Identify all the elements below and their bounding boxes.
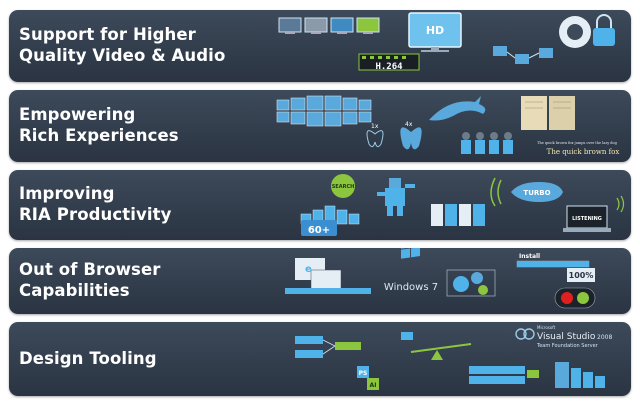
feature-panel-ria-productivity: Improving RIA Productivity 60+ SEARCH (9, 170, 631, 240)
productivity-illustration: 60+ SEARCH TURBO (271, 170, 631, 240)
turbo-label: TURBO (523, 189, 550, 197)
hd-label: HD (426, 24, 444, 37)
microphone-icon (490, 177, 502, 207)
character-figures (461, 132, 513, 154)
feature-panel-design-tooling: Design Tooling PS AI (9, 322, 631, 396)
hd-tv-icon (408, 12, 462, 52)
rich-experience-illustration: 1x 4x The quick brown fox jumps over the… (271, 90, 631, 162)
film-icon (358, 53, 420, 71)
vs-title-label: Visual Studio (537, 332, 596, 342)
zoom-4x-label: 4x (405, 121, 413, 128)
grid-tiles (431, 204, 485, 226)
progress-percent-label: 100% (569, 271, 594, 280)
ai-icon (367, 378, 379, 390)
feature-panel-out-of-browser: Out of Browser Capabilities e Windows 7 … (9, 248, 631, 314)
robot-icon (377, 178, 415, 216)
gear-icon (446, 269, 496, 297)
tv-icon (278, 17, 380, 34)
codec-label: H.264 (375, 62, 403, 72)
design-tooling-illustration: PS AI Microsoft Visual Studio 2008 Team … (271, 322, 631, 396)
panel-title: Support for Higher Quality Video & Audio (19, 25, 226, 65)
browser-window-stack: e (285, 258, 371, 294)
windows-logo-icon (401, 248, 420, 259)
record-icon (554, 287, 596, 309)
search-badge (331, 174, 355, 198)
workflow-diagram (295, 336, 361, 358)
ie-icon: e (305, 264, 312, 275)
photo-wall (276, 95, 372, 127)
windows-label: Windows 7 (384, 282, 438, 293)
visual-studio-logo-icon (515, 328, 535, 340)
stack-diagram (469, 366, 539, 384)
ai-label: AI (370, 382, 377, 389)
server-icon (555, 362, 605, 388)
butterfly-icon (366, 127, 422, 150)
turbo-rocket (511, 182, 563, 202)
listening-label: LISTENING (572, 216, 602, 222)
font-sample-small: The quick brown fox jumps over the lazy … (537, 141, 618, 145)
book-pages (521, 96, 575, 130)
ps-label: PS (359, 370, 368, 377)
feature-panel-video-audio: Support for Higher Quality Video & Audio… (9, 10, 631, 82)
search-badge-label: SEARCH (332, 184, 355, 190)
network-diagram (493, 46, 553, 64)
out-of-browser-illustration: e Windows 7 Install 100% (271, 248, 631, 314)
controls-count-label: 60+ (308, 225, 330, 236)
panel-title: Empowering Rich Experiences (19, 105, 179, 145)
install-progress-fill (517, 261, 589, 267)
laptop-icon (563, 205, 611, 232)
video-audio-illustration: HD H.264 (271, 10, 631, 82)
speaker-icon (559, 16, 591, 48)
feature-panel-rich-experiences: Empowering Rich Experiences 1x 4x (9, 90, 631, 162)
dolphin-icon (429, 96, 486, 121)
lock-icon (593, 14, 615, 46)
vs-subtitle-label: Team Foundation Server (536, 343, 599, 349)
controls-count-badge (301, 220, 337, 236)
seesaw-diagram (401, 332, 472, 360)
panel-title: Design Tooling (19, 349, 157, 368)
ps-icon (357, 366, 369, 378)
zoom-1x-label: 1x (371, 123, 379, 130)
vs-year-label: 2008 (597, 334, 612, 341)
install-label: Install (519, 253, 540, 260)
vs-brand-label: Microsoft (537, 325, 556, 330)
signal-waves (616, 195, 625, 213)
progress-percent-badge (567, 268, 595, 282)
panel-title: Improving RIA Productivity (19, 184, 172, 224)
panel-title: Out of Browser Capabilities (19, 260, 161, 300)
font-sample-large: The quick brown fox (547, 148, 620, 156)
